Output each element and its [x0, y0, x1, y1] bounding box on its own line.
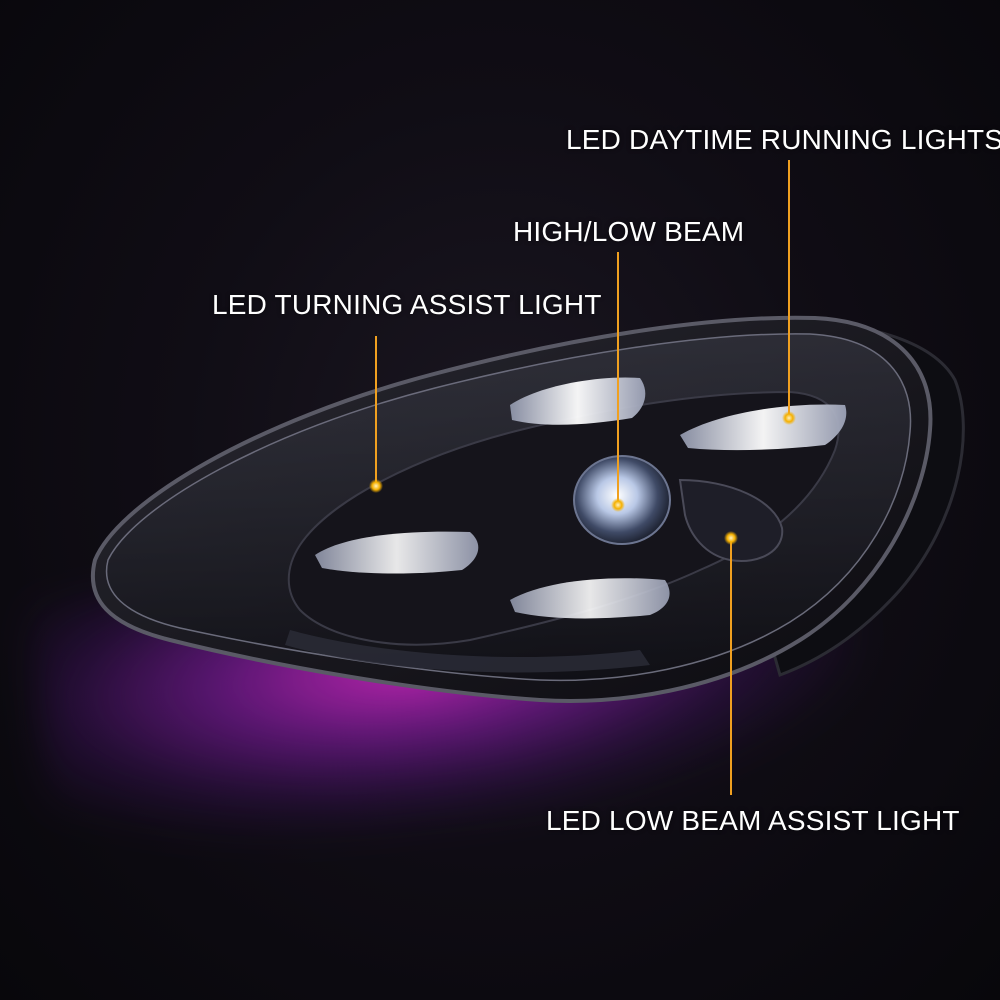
led-module-upper-right	[680, 404, 847, 451]
marker-dot-low-beam-assist	[724, 531, 738, 545]
led-module-lower-right	[510, 578, 670, 619]
marker-dot-turning-assist	[369, 479, 383, 493]
led-module-upper-left	[510, 377, 646, 425]
label-turning-assist-light: LED TURNING ASSIST LIGHT	[212, 289, 602, 320]
low-beam-assist-module	[678, 478, 784, 562]
inner-bezel	[287, 390, 840, 646]
label-daytime-running-lights: LED DAYTIME RUNNING LIGHTS	[566, 124, 1000, 155]
marker-dot-high-low-beam	[611, 498, 625, 512]
label-low-beam-assist-light: LED LOW BEAM ASSIST LIGHT	[546, 805, 960, 836]
label-high-low-beam: HIGH/LOW BEAM	[513, 216, 745, 247]
lower-led-band	[285, 630, 650, 673]
led-module-lower-left	[315, 531, 479, 574]
marker-dot-daytime-running	[782, 411, 796, 425]
